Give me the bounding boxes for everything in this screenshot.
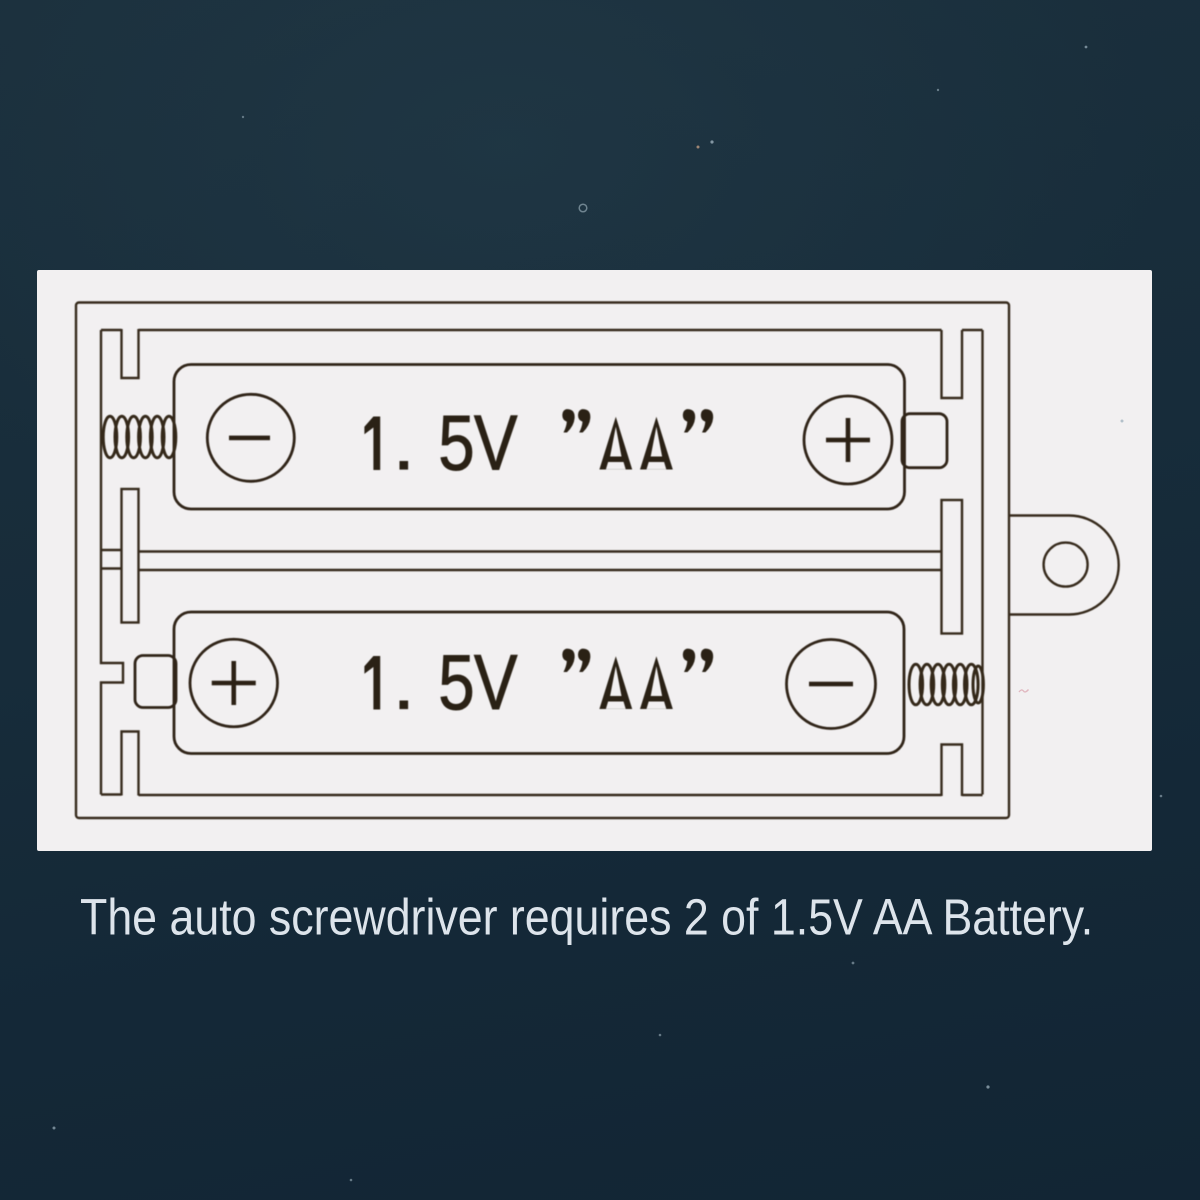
svg-text:The auto screwdriver requires: The auto screwdriver requires 2 of 1.5V …	[80, 890, 1093, 946]
svg-text:5V: 5V	[438, 400, 517, 487]
svg-text:5V: 5V	[438, 640, 517, 727]
